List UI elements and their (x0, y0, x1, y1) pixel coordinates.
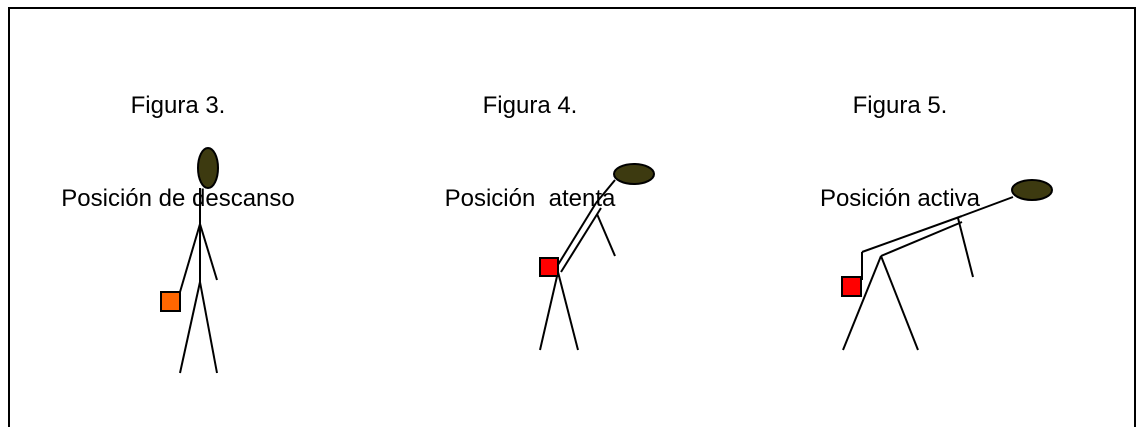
box (841, 276, 862, 297)
arm (596, 213, 616, 257)
leg-right (880, 255, 919, 351)
leg-right (557, 271, 579, 351)
caption-number: Figura 3. (130, 92, 226, 119)
leg-right (199, 281, 218, 374)
torso-back (560, 207, 602, 273)
box (539, 257, 559, 277)
back-lower (880, 221, 963, 257)
neck (595, 179, 616, 204)
caption-figura-5: Figura 5. Posición activa (770, 28, 1030, 245)
arm-right (199, 223, 218, 281)
caption-figura-3: Figura 3. Posición de descanso (28, 28, 328, 245)
head (613, 163, 655, 185)
caption-title: Posición de descanso (61, 185, 295, 212)
arm-left (179, 223, 201, 293)
box (160, 291, 181, 312)
back-upper (861, 215, 963, 253)
leg-left (179, 281, 201, 374)
caption-title: Posición atenta (444, 185, 616, 212)
head (1011, 179, 1053, 201)
caption-figura-4: Figura 4. Posición atenta (390, 28, 670, 245)
torso-front (555, 202, 597, 269)
figure-rest-position (160, 147, 219, 374)
caption-number: Figura 4. (482, 92, 578, 119)
neck (961, 196, 1014, 217)
head (197, 147, 219, 189)
figure-active-position (841, 179, 1053, 351)
caption-title: Posición activa (819, 185, 981, 212)
leg-left (539, 271, 559, 351)
caption-number: Figura 5. (852, 92, 948, 119)
figure-attentive-position (539, 163, 655, 351)
diagram-frame (8, 7, 1136, 427)
forearm (957, 217, 974, 278)
leg-left (842, 255, 882, 351)
